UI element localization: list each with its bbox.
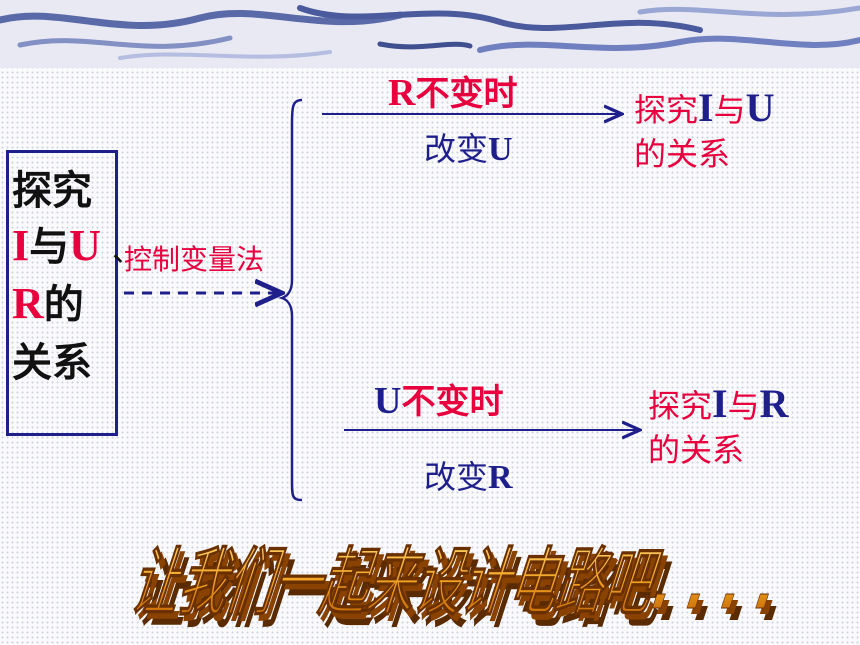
curly-brace (278, 98, 303, 502)
topic-line-1: 探究 (12, 168, 92, 214)
wordart-shadow: 让我们一起来设计电路吧. . . . (131, 552, 799, 638)
bottom-result: 探究I与R 的关系 (648, 382, 789, 472)
var-i: I (12, 221, 30, 270)
bottom-cond-var: U (374, 380, 402, 422)
top-condition: R不变时 (388, 66, 517, 115)
wordart-depth: 让我们一起来设计电路吧. . . . (127, 546, 795, 632)
top-result: 探究I与U 的关系 (634, 86, 775, 176)
bottom-cond-text: 不变时 (401, 382, 504, 422)
bottom-result-var2: R (759, 381, 789, 426)
bottom-result-c: 的关系 (648, 431, 745, 469)
topic-line-3: R的 (12, 272, 84, 330)
var-u: U (69, 221, 101, 270)
topic-line-2: I与U (12, 214, 101, 272)
top-result-var1: I (698, 85, 714, 130)
bottom-condition: U不变时 (374, 374, 503, 423)
top-decorative-banner (0, 0, 860, 68)
var-r: R (12, 279, 44, 328)
top-result-b: 与 (713, 91, 746, 129)
method-label: 控制变量法 (124, 243, 265, 276)
wordart-banner: 让我们一起来设计电路吧. . . . 让我们一起来设计电路吧. . . . 让我… (123, 539, 799, 638)
topic-de: 的 (43, 282, 84, 328)
top-result-c: 的关系 (634, 135, 731, 173)
top-result-var2: U (745, 85, 775, 130)
top-change-var: U (488, 131, 513, 168)
bottom-change: 改变R (424, 452, 513, 498)
top-result-a: 探究 (634, 91, 699, 129)
enumeration-comma: 、 (112, 234, 142, 269)
top-cond-text: 不变时 (415, 74, 518, 114)
top-cond-var: R (388, 72, 416, 114)
bottom-change-text: 改变 (424, 458, 489, 496)
topic-yu: 与 (29, 224, 70, 270)
wordart-text: 让我们一起来设计电路吧. . . . (123, 540, 791, 626)
bottom-result-a: 探究 (648, 387, 713, 425)
top-change-text: 改变 (424, 130, 489, 168)
topic-box (6, 150, 118, 436)
bottom-result-var1: I (712, 381, 728, 426)
bottom-result-b: 与 (727, 387, 760, 425)
topic-line-4: 关系 (12, 340, 92, 386)
top-change: 改变U (424, 124, 513, 170)
bottom-change-var: R (488, 459, 513, 496)
